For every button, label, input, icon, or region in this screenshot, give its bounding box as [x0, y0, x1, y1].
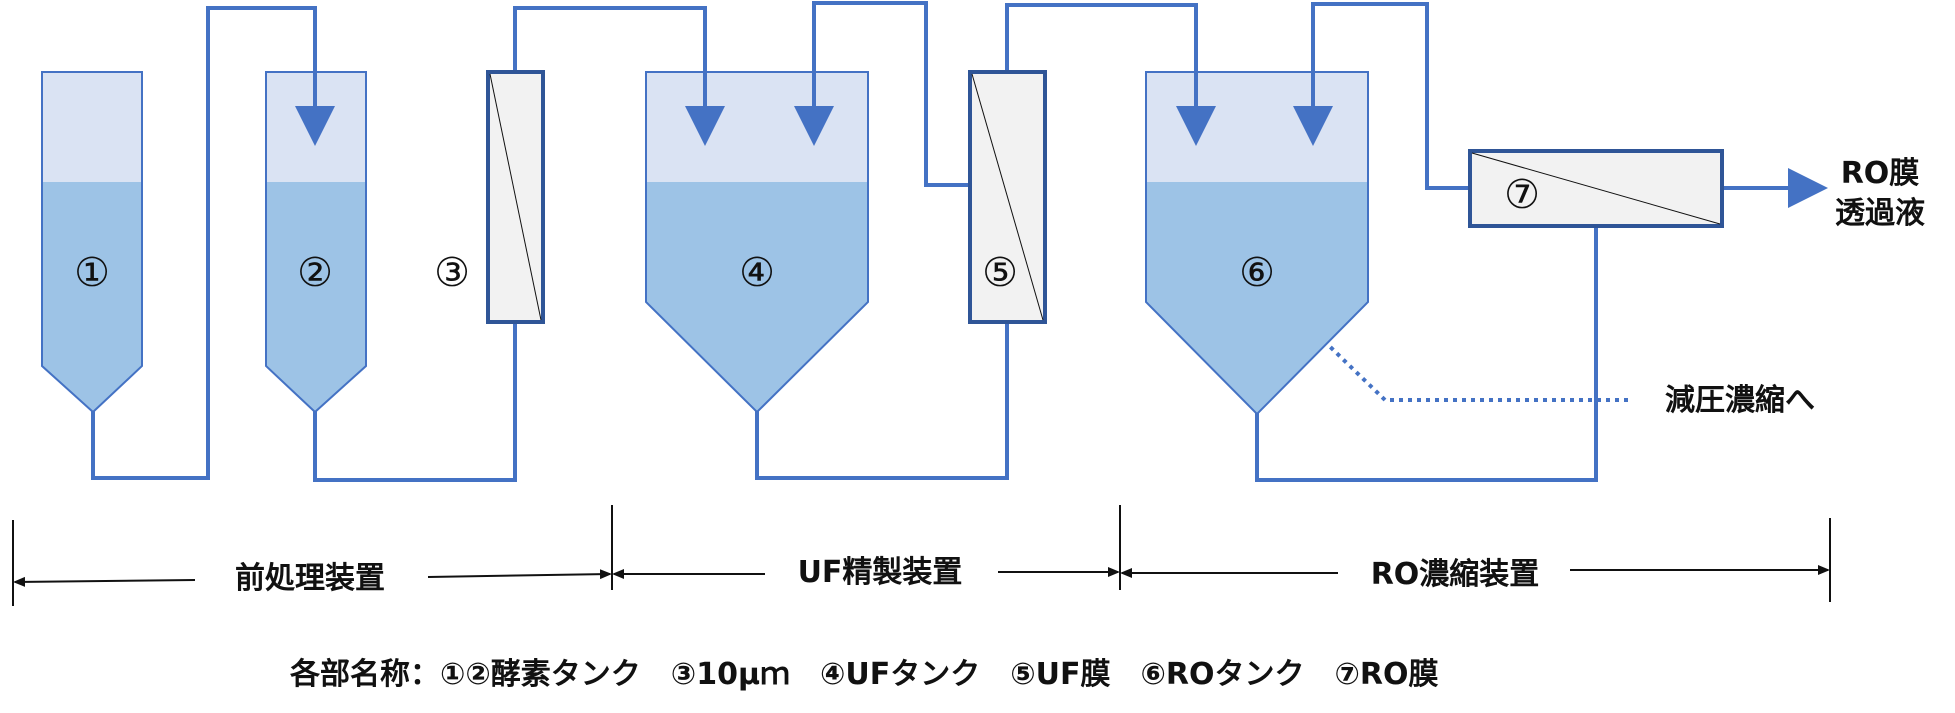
- pipes: [91, 1, 1828, 482]
- enzyme-tank-1: ①: [41, 71, 143, 414]
- pipe-membrane5-return-to-tank4: [794, 1, 970, 187]
- pipe-tank4-to-membrane5: [755, 320, 1009, 480]
- filter-10um: ③: [434, 70, 545, 324]
- section-pretreatment-label: 前処理装置: [235, 561, 385, 596]
- filter3-number: ③: [434, 250, 470, 296]
- section-ro-concentration-label: RO濃縮装置: [1371, 557, 1540, 592]
- membrane5-number: ⑤: [982, 250, 1018, 296]
- tank2-number: ②: [297, 250, 333, 296]
- membrane7-number: ⑦: [1504, 172, 1540, 218]
- ro-tank: ⑥: [1145, 71, 1369, 416]
- section-dimensions: [12, 505, 1831, 606]
- pipe-membrane7-return-to-tank6: [1293, 2, 1470, 190]
- pipe-tank6-to-membrane7: [1255, 226, 1598, 482]
- ro-membrane: ⑦: [1468, 149, 1724, 228]
- tank1-number: ①: [74, 250, 110, 296]
- uf-tank: ④: [645, 71, 869, 414]
- tank4-number: ④: [739, 250, 775, 296]
- tank6-number: ⑥: [1239, 250, 1275, 296]
- pipe-tank2-to-filter3: [313, 320, 517, 482]
- component-names-legend: 各部名称：①②酵素タンク ③10μｍ ④UFタンク ⑤UF膜 ⑥ROタンク ⑦R…: [289, 657, 1439, 692]
- ro-permeate-label-line2: 透過液: [1835, 196, 1925, 231]
- section-uf-purification-label: UF精製装置: [798, 555, 963, 590]
- uf-membrane: ⑤: [968, 70, 1047, 324]
- ro-permeate-label-line1: RO膜: [1841, 156, 1920, 191]
- vacuum-concentration-label: 減圧濃縮へ: [1665, 383, 1815, 418]
- pipe-tank1-to-tank2: [91, 6, 335, 480]
- enzyme-tank-2: ②: [265, 71, 367, 414]
